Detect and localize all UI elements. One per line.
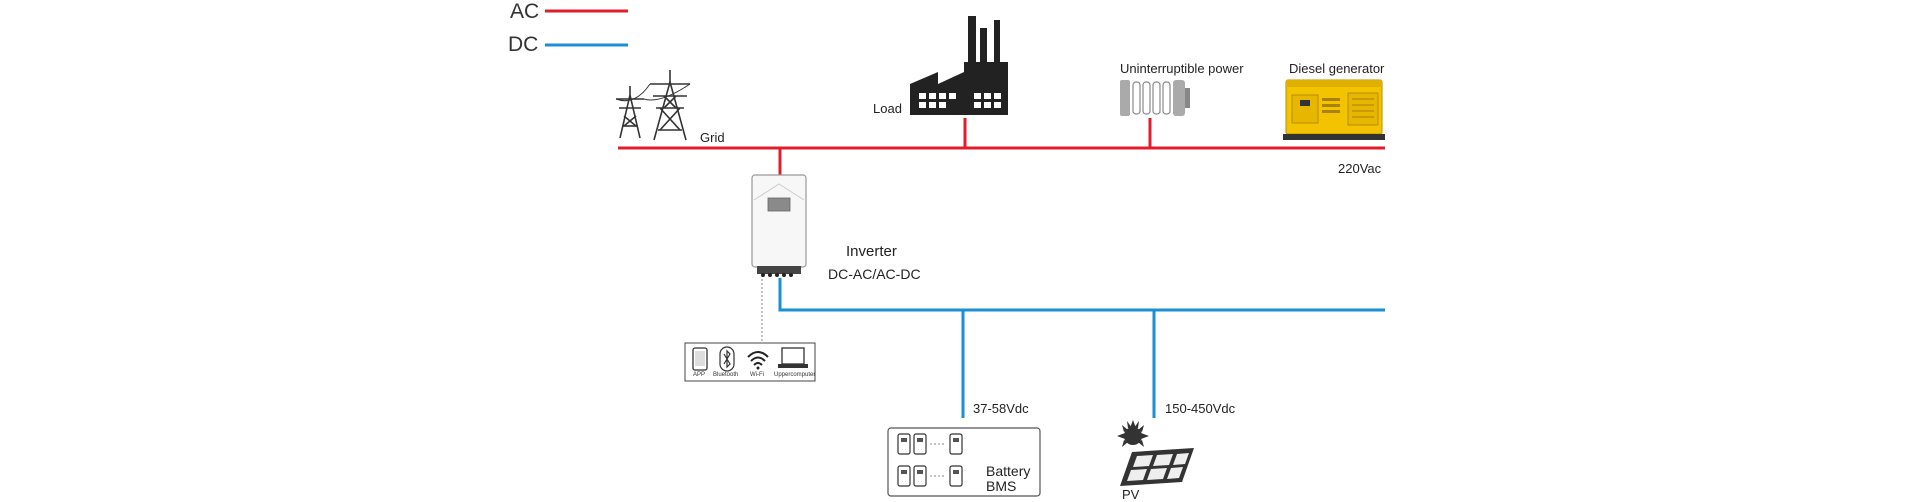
solar-panel-icon [1120, 448, 1194, 486]
inverter-icon [751, 174, 807, 277]
bluetooth-icon [719, 346, 735, 372]
laptop-icon [778, 347, 808, 368]
generator-icon [1283, 79, 1385, 140]
battery-icon [897, 433, 963, 487]
battery-label: Battery [986, 463, 1031, 479]
inverter-mode-label: DC-AC/AC-DC [828, 266, 921, 282]
grid-label: Grid [700, 130, 725, 145]
comm-app-label: APP [693, 372, 706, 378]
battery-voltage-label: 37-58Vdc [973, 401, 1029, 416]
battery-panel [887, 427, 1041, 497]
factory-icon [910, 16, 1008, 115]
wifi-icon [747, 351, 769, 370]
bms-label: BMS [986, 478, 1017, 494]
pv-label: PV [1122, 487, 1140, 502]
pv-voltage-label: 150-450Vdc [1165, 401, 1236, 416]
sun-icon [1117, 420, 1149, 447]
ac-voltage-label: 220Vac [1338, 161, 1382, 176]
load-label: Load [873, 101, 902, 116]
diesel-label: Diesel generator [1289, 61, 1385, 76]
ups-label: Uninterruptible power [1120, 61, 1244, 76]
ups-icon [1120, 80, 1190, 116]
inverter-label: Inverter [846, 243, 897, 260]
transmission-tower-icon [615, 70, 691, 141]
comm-bluetooth-label: Bluetooth [713, 372, 739, 378]
phone-icon [692, 347, 708, 371]
dc-bus-line [778, 278, 1385, 312]
legend-dc-label: DC [508, 33, 539, 56]
legend-ac-label: AC [510, 0, 540, 23]
comm-wifi-label: Wi-Fi [750, 372, 764, 378]
comm-uppercomputer-label: Uppercomputer [774, 372, 816, 378]
